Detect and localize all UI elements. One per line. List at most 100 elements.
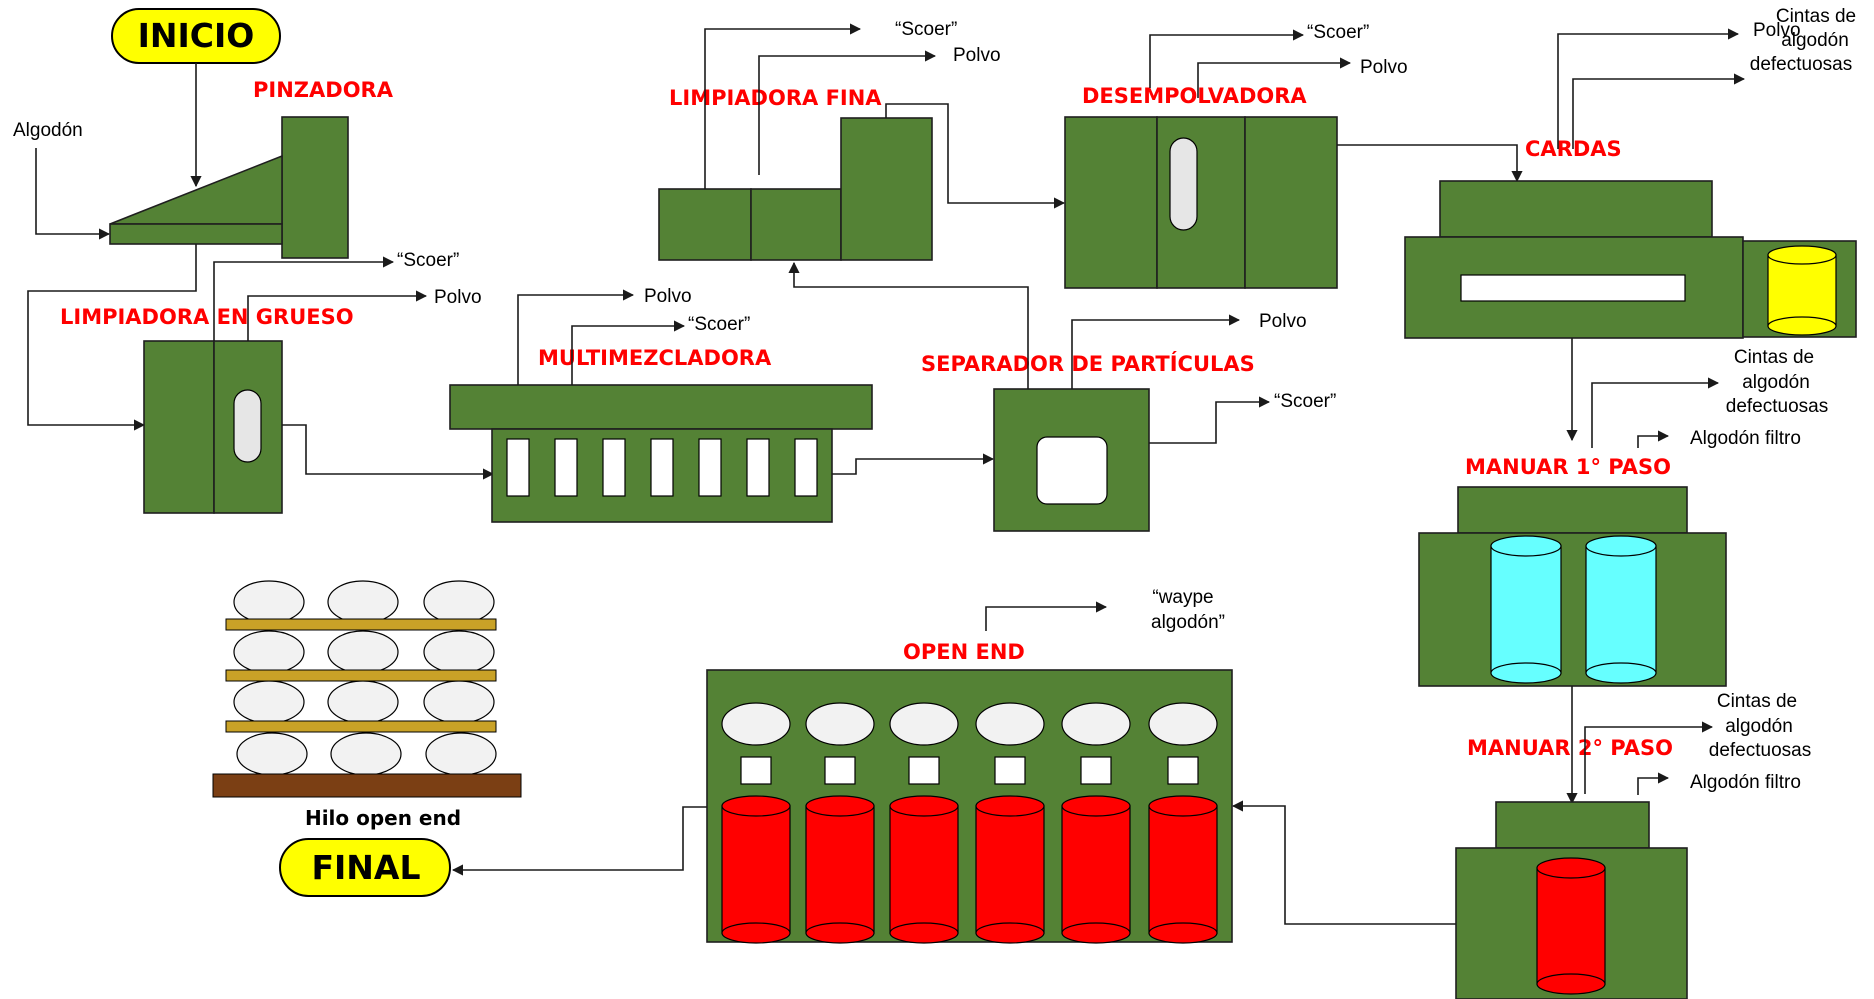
output-scoer-limpiadora-fina [704, 23, 862, 189]
output-algodon-filtro-manuar2 [1637, 772, 1670, 795]
pinzadora-label: PINZADORA [253, 78, 394, 102]
output-cintas-manuar1 [1591, 377, 1720, 448]
multimezcladora-label: MULTIMEZCLADORA [538, 346, 772, 370]
rotor-pad [805, 702, 875, 746]
rotor-window [994, 756, 1026, 785]
open-end-red-can [975, 795, 1045, 944]
yarn-spool [423, 580, 495, 624]
shelf [225, 618, 497, 631]
yarn-spool [327, 630, 399, 674]
yarn-spool [425, 732, 497, 776]
svg-text:Cintas de: Cintas de [1776, 6, 1856, 27]
open-end-red-can [1148, 795, 1218, 944]
hilo-pallet [212, 580, 522, 798]
output-polvo-limpiadora-fina [758, 50, 937, 175]
slot-window [794, 438, 818, 497]
connector-limpiadora-fina-desempolvadora [885, 103, 1066, 209]
rotor-pad [721, 702, 791, 746]
output-cintas-cardas [1557, 28, 1740, 149]
connector-desempolvadora-cardas [1337, 144, 1523, 183]
slot-window [746, 438, 770, 497]
output-algodon-filtro-manuar1 [1637, 430, 1670, 448]
output-scoer-desempolvadora [1149, 29, 1305, 88]
product-label: Hilo open end [305, 806, 461, 830]
limpiadora-fina-label: LIMPIADORA FINA [669, 86, 882, 110]
slot-window [602, 438, 626, 497]
connector-open-end-final [451, 806, 707, 876]
connector-multimezcladora-separador [832, 453, 995, 475]
polvo-label: Polvo [1259, 311, 1307, 332]
manuar2-red-can [1536, 857, 1606, 995]
output-scoer-limpiadora-grueso [213, 256, 395, 341]
rotor-window [824, 756, 856, 785]
svg-text:Cintas de: Cintas de [1717, 691, 1797, 712]
manuar2-label: MANUAR 2° PASO [1467, 736, 1673, 760]
slot-window [650, 438, 674, 497]
output-polvo-limpiadora-grueso [247, 290, 428, 341]
output-scoer-multimezcladora [571, 320, 686, 385]
manuar1-machine [1418, 486, 1727, 687]
cardas-machine [1404, 180, 1857, 339]
polvo-label: Polvo [434, 287, 482, 308]
open-end-machine [706, 669, 1233, 943]
cintas-defectuosas-label: Cintas de algodón defectuosas [1709, 691, 1811, 761]
scoer-label: “Scoer” [397, 250, 459, 271]
svg-text:algodón”: algodón” [1151, 612, 1225, 633]
separador-label: SEPARADOR DE PARTÍCULAS [921, 351, 1255, 376]
connector-pinzadora-limpiadora-grueso [27, 244, 197, 431]
cintas-defectuosas-label: Cintas de algodón defectuosas [1750, 6, 1856, 75]
rotor-pad [1061, 702, 1131, 746]
rotor-pad [975, 702, 1045, 746]
slot-window [698, 438, 722, 497]
shelf [225, 720, 497, 733]
limpiadora-grueso-label: LIMPIADORA EN GRUESO [60, 305, 354, 329]
rotor-window [1167, 756, 1199, 785]
scoer-label: “Scoer” [1307, 22, 1369, 43]
open-end-red-can [721, 795, 791, 944]
output-waype-open-end [985, 601, 1108, 631]
polvo-label: Polvo [644, 286, 692, 307]
yarn-spool [233, 580, 305, 624]
desempolvadora-machine [1064, 116, 1338, 289]
svg-text:algodón: algodón [1781, 30, 1849, 51]
output-polvo-multimezcladora [517, 289, 635, 385]
svg-text:defectuosas: defectuosas [1750, 54, 1852, 75]
svg-text:algodón: algodón [1742, 372, 1810, 393]
waype-algodon-label: “waype algodón” [1151, 587, 1225, 633]
open-end-units [721, 702, 1218, 944]
rotor-pad [1148, 702, 1218, 746]
limpiadora-fina-machine [658, 117, 933, 261]
svg-text:Cintas de: Cintas de [1734, 347, 1814, 368]
svg-text:algodón: algodón [1725, 716, 1793, 737]
scoer-label: “Scoer” [1274, 391, 1336, 412]
separador-machine [993, 388, 1150, 532]
yarn-spool [236, 732, 308, 776]
pallet-base [212, 773, 522, 798]
yarn-spool [233, 680, 305, 724]
yarn-spool [233, 630, 305, 674]
rotor-window [908, 756, 940, 785]
polvo-label: Polvo [1360, 57, 1408, 78]
manuar1-cyan-can [1585, 535, 1657, 684]
shelf [225, 669, 497, 682]
svg-text:FINAL: FINAL [311, 848, 420, 887]
scoer-label: “Scoer” [895, 19, 957, 40]
polvo-label: Polvo [953, 45, 1001, 66]
cintas-defectuosas-label: Cintas de algodón defectuosas [1726, 347, 1828, 417]
rotor-window [740, 756, 772, 785]
connector-limpiadora-grueso-multimezcladora [282, 424, 495, 480]
connector-algodon-input [35, 148, 111, 240]
connector-separador-limpiadora-fina [788, 261, 1029, 389]
yarn-spool [327, 580, 399, 624]
open-end-label: OPEN END [903, 640, 1025, 664]
output-polvo-desempolvadora [1197, 57, 1352, 98]
manuar1-cyan-can [1490, 535, 1562, 684]
output-polvo-cardas [1572, 73, 1746, 149]
rotor-pad [889, 702, 959, 746]
manuar1-label: MANUAR 1° PASO [1465, 455, 1671, 479]
limpiadora-grueso-machine [143, 340, 283, 514]
multimezcladora-slots [506, 438, 818, 497]
desempolvadora-label: DESEMPOLVADORA [1082, 84, 1307, 108]
slot-window [506, 438, 530, 497]
